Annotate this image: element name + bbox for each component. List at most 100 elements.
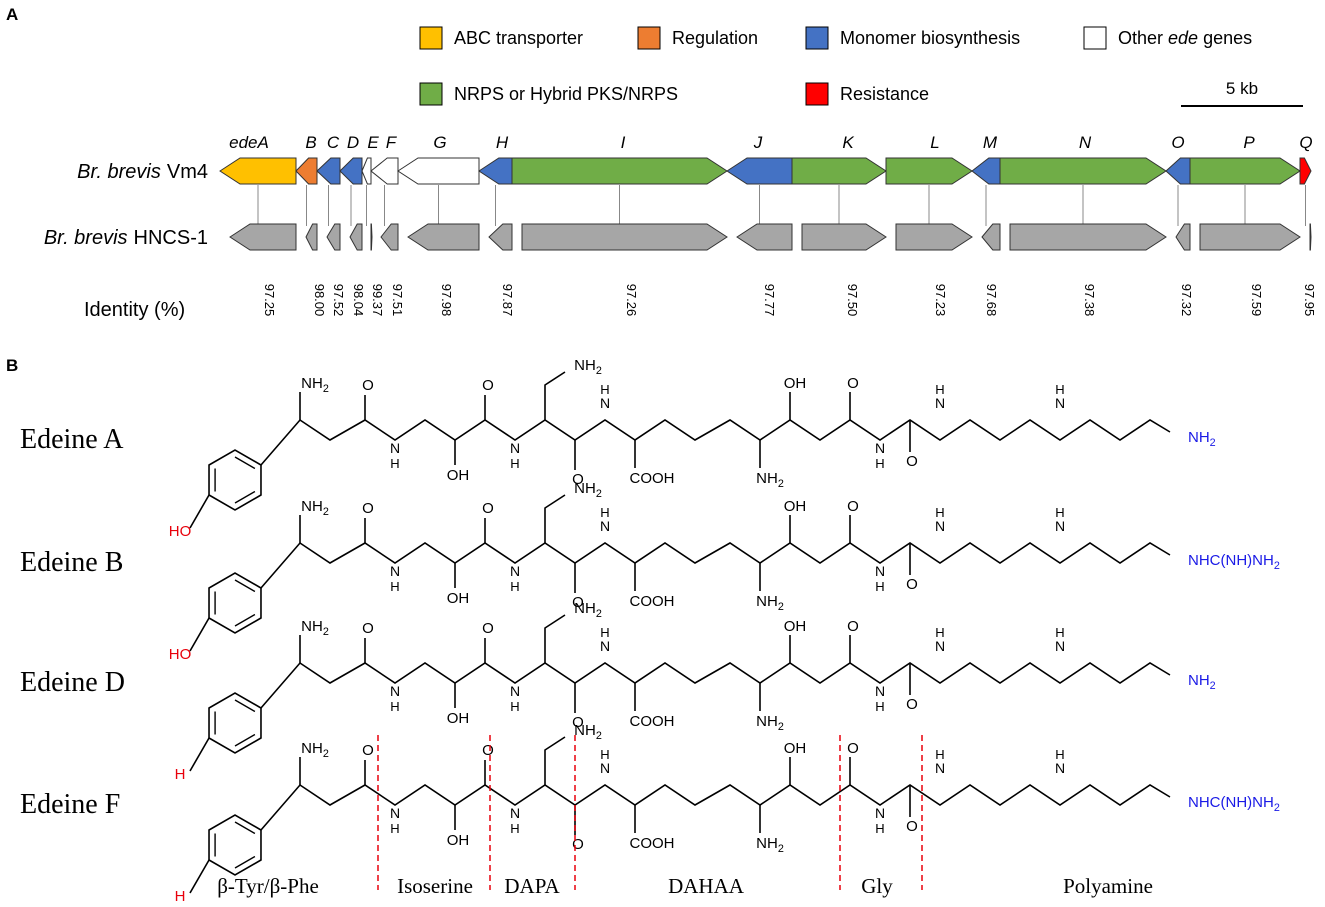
backbone <box>260 783 1171 831</box>
amine-end: NH2 <box>1188 672 1216 692</box>
atom-h: H <box>510 579 519 594</box>
atom-h: H <box>510 456 519 471</box>
strain-genus: Br. brevis <box>44 227 128 249</box>
aromatic-bond <box>234 855 256 869</box>
atom-o: O <box>906 453 918 470</box>
atom-n: N <box>1055 518 1065 534</box>
formula-part: NH <box>301 375 323 392</box>
atom-h: H <box>875 821 884 836</box>
formula-part: NH <box>301 740 323 757</box>
atom-cooh: COOH <box>630 593 675 610</box>
bond <box>544 371 566 420</box>
gene-arrow-J <box>726 157 793 185</box>
formula-part: NH <box>756 713 778 730</box>
benzene-ring <box>208 814 262 876</box>
atom-o: O <box>482 500 494 517</box>
gene-label: N <box>1079 133 1092 152</box>
terminal-substituent: H <box>175 766 186 783</box>
atom-o: O <box>362 620 374 637</box>
atom-oh: OH <box>784 498 807 515</box>
gene-label: D <box>347 133 359 152</box>
segment-label: Isoserine <box>397 874 473 898</box>
strain-name: HNCS-1 <box>134 227 208 249</box>
atom-nh2: NH2 <box>756 835 784 855</box>
atom-oh: OH <box>447 590 470 607</box>
homolog-arrow-O <box>1175 223 1191 251</box>
scale-bar-label: 5 kb <box>1226 79 1258 98</box>
strain-label-hncs1: Br. brevis HNCS-1 <box>44 227 208 249</box>
atom-oh: OH <box>447 710 470 727</box>
atom-nh2: NH2 <box>301 618 329 638</box>
legend-swatch <box>419 26 443 50</box>
homolog-arrow-G <box>407 223 480 251</box>
gene-arrow-F <box>370 157 399 185</box>
gene-label: M <box>983 133 998 152</box>
atom-n: N <box>935 518 945 534</box>
legend-label-part: ede <box>1168 28 1198 48</box>
gene-label: C <box>327 133 340 152</box>
atom-n: N <box>1055 638 1065 654</box>
gene-arrow-D <box>339 157 363 185</box>
gene-arrow-I <box>511 157 728 185</box>
atom-o: O <box>847 618 859 635</box>
gene-arrow-K <box>791 157 887 185</box>
atom-oh: OH <box>784 618 807 635</box>
benzene-ring <box>208 692 262 754</box>
atom-o: O <box>362 742 374 759</box>
gene-label: H <box>496 133 509 152</box>
backbone <box>260 418 1171 466</box>
atom-n: N <box>510 683 520 699</box>
bond <box>189 859 210 894</box>
formula-part: NH <box>301 618 323 635</box>
atom-cooh: COOH <box>630 835 675 852</box>
formula-part: 2 <box>778 601 784 613</box>
atom-o: O <box>482 742 494 759</box>
atom-o: O <box>572 714 584 731</box>
atom-o: O <box>847 498 859 515</box>
atom-n: N <box>390 805 400 821</box>
atom-o: O <box>847 375 859 392</box>
gene-label: F <box>386 133 398 152</box>
atom-h: H <box>390 456 399 471</box>
atom-h: H <box>600 382 609 397</box>
identity-value: 97.95 <box>1302 284 1317 317</box>
homolog-arrow-B <box>305 223 318 251</box>
gene-label: L <box>930 133 939 152</box>
atom-h: H <box>600 505 609 520</box>
homolog-arrow-J <box>736 223 793 251</box>
atom-n: N <box>510 440 520 456</box>
formula-part: 2 <box>323 383 329 395</box>
atom-nh2: NH2 <box>574 357 602 377</box>
atom-o: O <box>906 576 918 593</box>
formula-part: 2 <box>1274 560 1280 572</box>
homolog-arrow-F <box>380 223 399 251</box>
amine-end: NHC(NH)NH2 <box>1188 794 1280 814</box>
gene-label: I <box>621 133 626 152</box>
identity-value: 97.32 <box>1179 284 1194 317</box>
formula-part: NH <box>756 593 778 610</box>
homolog-arrow-D <box>349 223 363 251</box>
atom-o: O <box>482 377 494 394</box>
gene-label: B <box>305 133 316 152</box>
atom-o: O <box>906 818 918 835</box>
formula-part: NHC(NH)NH <box>1188 552 1274 569</box>
atom-o: O <box>847 740 859 757</box>
homolog-arrow-K <box>801 223 887 251</box>
aromatic-bond <box>234 613 256 627</box>
formula-part: 2 <box>596 488 602 500</box>
atom-h: H <box>935 747 944 762</box>
identity-value: 97.25 <box>262 284 277 317</box>
identity-value: 97.50 <box>845 284 860 317</box>
gene-label: E <box>367 133 379 152</box>
terminal-substituent: HO <box>169 523 192 540</box>
legend-label: NRPS or Hybrid PKS/NRPS <box>454 84 678 104</box>
atom-n: N <box>935 395 945 411</box>
panel-label-b: B <box>6 356 18 375</box>
compound-name: Edeine F <box>20 789 120 820</box>
atom-cooh: COOH <box>630 470 675 487</box>
homolog-arrow-L <box>895 223 973 251</box>
formula-part: 2 <box>323 506 329 518</box>
segment-label: Gly <box>861 874 893 898</box>
